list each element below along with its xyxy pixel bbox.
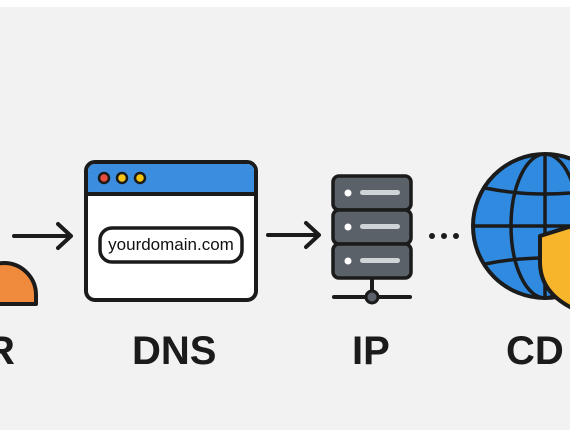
server-rack-icon: [331, 174, 413, 305]
top-band: [0, 0, 570, 7]
step-label-cdn: CD: [506, 329, 564, 373]
step-label-dns: DNS: [132, 329, 217, 373]
address-bar-text: yourdomain.com: [108, 235, 234, 254]
arrow-icon: [12, 222, 73, 250]
shield-icon: [538, 224, 570, 310]
browser-window-icon: [84, 160, 258, 302]
arrow-icon: [266, 221, 321, 249]
step-label-ip: IP: [352, 329, 390, 373]
step-label-user: R: [0, 329, 15, 373]
user-icon: [0, 261, 38, 306]
address-bar: [98, 226, 244, 264]
ellipsis-icon: [429, 233, 459, 239]
